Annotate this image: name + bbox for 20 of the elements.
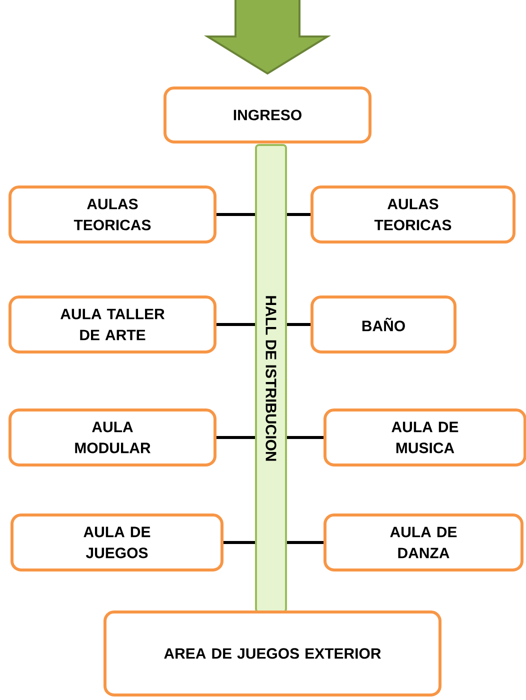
room-box: AULA TALLER DE ARTE bbox=[8, 296, 216, 354]
connector-line bbox=[287, 323, 310, 326]
connector-line bbox=[216, 213, 255, 216]
connector-line bbox=[287, 541, 324, 544]
connector-line bbox=[216, 323, 255, 326]
connector-line bbox=[224, 541, 255, 544]
room-box: AULA DE MUSICA bbox=[324, 408, 526, 466]
room-box: INGRESO bbox=[164, 86, 372, 144]
connector-line bbox=[287, 213, 310, 216]
room-box: AREA DE JUEGOS EXTERIOR bbox=[104, 610, 442, 696]
room-box: AULAS TEORICAS bbox=[310, 186, 516, 244]
room-box: AULA MODULAR bbox=[8, 408, 216, 466]
room-box: AULA DE JUEGOS bbox=[10, 514, 224, 572]
connector-line bbox=[216, 436, 255, 439]
room-box: BAÑO bbox=[310, 296, 456, 354]
room-box: AULA DE DANZA bbox=[324, 514, 524, 572]
entrance-arrow bbox=[204, 0, 332, 75]
room-box: AULAS TEORICAS bbox=[8, 186, 216, 244]
connector-line bbox=[287, 436, 324, 439]
hall-bar: HALL DE ISTRIBUCION bbox=[255, 144, 287, 613]
